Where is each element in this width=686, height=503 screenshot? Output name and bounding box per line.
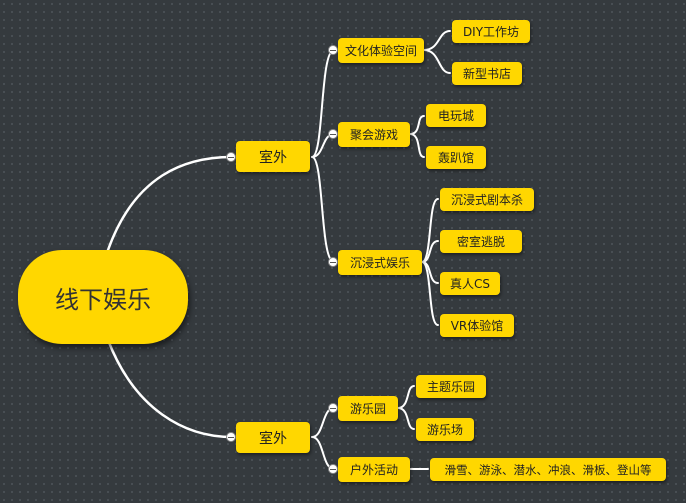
collapse-toggle-branch-0[interactable]: [226, 152, 236, 162]
leaf-label: 电玩城: [437, 109, 474, 123]
leaf-node[interactable]: 新型书店: [452, 62, 522, 85]
connector-b0-c0-l0: [423, 30, 451, 51]
leaf-label: 新型书店: [462, 67, 511, 81]
connector-b0-c1-l0: [409, 115, 425, 135]
collapse-toggle-branch-1[interactable]: [226, 432, 236, 442]
subtopic-node[interactable]: 沉浸式娱乐: [338, 250, 422, 275]
root-topic-label: 线下娱乐: [55, 285, 151, 314]
connector-b0-c0-l1: [423, 49, 451, 74]
collapse-toggle-b1-c1[interactable]: [328, 464, 338, 474]
leaf-label: 轰趴馆: [437, 151, 474, 165]
connector-b0-c2-l3: [421, 261, 439, 326]
leaf-label: 主题乐园: [426, 380, 475, 394]
leaf-label: 游乐场: [426, 423, 463, 437]
leaf-node[interactable]: 主题乐园: [416, 375, 486, 398]
collapse-toggle-b0-c1[interactable]: [328, 129, 338, 139]
root-topic[interactable]: 线下娱乐: [18, 250, 188, 344]
branch-node-1[interactable]: 室外: [236, 422, 310, 453]
leaf-node[interactable]: VR体验馆: [440, 314, 514, 337]
leaf-node[interactable]: 沉浸式剧本杀: [440, 188, 534, 211]
branch-node-label: 室外: [259, 149, 287, 166]
connector-b0-c2: [311, 156, 335, 263]
collapse-toggle-b0-c2[interactable]: [328, 257, 338, 267]
leaf-label: 真人CS: [450, 277, 490, 291]
connector-b0-c0: [311, 49, 335, 158]
subtopic-label: 沉浸式娱乐: [349, 256, 410, 270]
subtopic-label: 文化体验空间: [344, 44, 417, 58]
connector-root-branch-0: [106, 155, 234, 252]
leaf-label: 沉浸式剧本杀: [450, 193, 523, 207]
subtopic-label: 聚会游戏: [349, 128, 398, 142]
branch-node-label: 室外: [259, 430, 287, 447]
leaf-label: DIY工作坊: [462, 25, 520, 39]
subtopic-label: 游乐园: [349, 402, 386, 416]
leaf-node[interactable]: 密室逃脱: [440, 230, 522, 253]
subtopic-label: 户外活动: [349, 463, 398, 477]
leaf-label: 密室逃脱: [456, 235, 505, 249]
connector-b0-c1-l1: [409, 133, 425, 158]
connector-b1-c0-l0: [397, 385, 415, 409]
subtopic-node[interactable]: 聚会游戏: [338, 122, 410, 147]
leaf-label: VR体验馆: [450, 319, 504, 333]
subtopic-node[interactable]: 户外活动: [338, 457, 410, 482]
connector-b1-c0-l1: [397, 407, 415, 430]
connector-root-branch-1: [106, 338, 234, 439]
collapse-toggle-b1-c0[interactable]: [328, 403, 338, 413]
leaf-node[interactable]: 游乐场: [416, 418, 474, 441]
leaf-node[interactable]: 真人CS: [440, 272, 500, 295]
leaf-node[interactable]: DIY工作坊: [452, 20, 530, 43]
leaf-node[interactable]: 轰趴馆: [426, 146, 486, 169]
branch-node-0[interactable]: 室外: [236, 141, 310, 172]
leaf-node[interactable]: 电玩城: [426, 104, 486, 127]
leaf-label: 滑雪、游泳、潜水、冲浪、滑板、登山等: [444, 462, 652, 477]
subtopic-node[interactable]: 文化体验空间: [338, 38, 424, 63]
subtopic-node[interactable]: 游乐园: [338, 396, 398, 421]
leaf-node[interactable]: 滑雪、游泳、潜水、冲浪、滑板、登山等: [430, 458, 666, 481]
collapse-toggle-b0-c0[interactable]: [328, 45, 338, 55]
